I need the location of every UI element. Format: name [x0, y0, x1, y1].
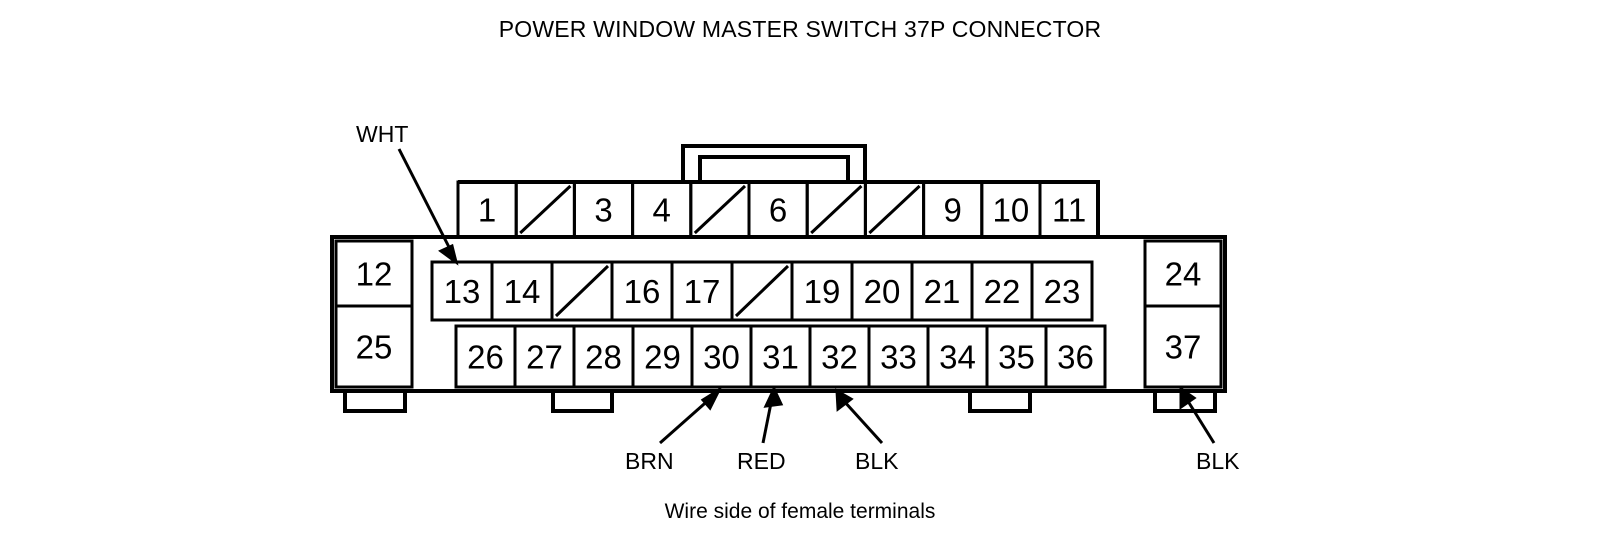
wire-label-brn: BRN [625, 448, 674, 474]
terminal-cell [334, 304, 414, 389]
terminal-number: 22 [984, 273, 1021, 310]
terminal-cell [1143, 304, 1223, 389]
terminal-number: 26 [467, 339, 504, 376]
terminal-number: 24 [1165, 256, 1202, 293]
arrowhead-brn [700, 385, 723, 411]
terminal-number: 34 [939, 339, 976, 376]
terminal-number: 4 [653, 192, 671, 229]
terminal-number: 17 [684, 273, 721, 310]
terminal-number: 37 [1165, 329, 1202, 366]
keyway-outer-wall [681, 144, 867, 182]
mounting-tab-1 [343, 391, 407, 413]
terminal-number: 14 [504, 273, 541, 310]
wire-leader-lines [397, 148, 1216, 445]
terminal-number: 10 [993, 192, 1030, 229]
wire-label-wht: WHT [356, 121, 408, 147]
terminal-number: 12 [356, 256, 393, 293]
terminal-number: 21 [924, 273, 961, 310]
leader-line-wht [397, 148, 454, 254]
wire-label-blk-32: BLK [855, 448, 899, 474]
terminal-number: 32 [821, 339, 858, 376]
terminal-number: 11 [1052, 192, 1086, 229]
keyway-bracket [681, 144, 867, 182]
terminal-cell [1044, 324, 1107, 389]
terminal-number: 3 [594, 192, 612, 229]
terminal-row-bottom-right: 37 [1143, 304, 1223, 389]
terminal-number: 28 [585, 339, 622, 376]
leader-line-blk-37 [1184, 397, 1216, 444]
terminal-number: 16 [624, 273, 661, 310]
terminal-number: 36 [1057, 339, 1094, 376]
terminal-number: 25 [356, 329, 393, 366]
terminal-number: 19 [804, 273, 841, 310]
mounting-tab-3 [968, 391, 1032, 413]
mounting-tabs [343, 391, 1217, 413]
wire-label-red: RED [737, 448, 786, 474]
arrowhead-blk-32 [835, 388, 854, 412]
terminal-number: 20 [864, 273, 901, 310]
terminal-row-top: 1 3 4 6 9 10 11 [456, 180, 1100, 239]
terminal-row-middle: 13 14 16 17 19 20 21 22 23 [430, 260, 1094, 322]
terminal-number: 1 [478, 192, 496, 229]
unused-terminal-diagonal [734, 264, 790, 318]
page-title: POWER WINDOW MASTER SWITCH 37P CONNECTOR [498, 16, 1102, 42]
terminal-number: 31 [762, 339, 799, 376]
terminal-cell [1038, 180, 1100, 239]
mounting-tab-4 [1153, 391, 1217, 413]
arrowhead-blk-37 [1179, 386, 1197, 410]
unused-terminal-diagonal [810, 184, 863, 235]
terminal-cell [1030, 260, 1094, 322]
arrowhead-red [763, 385, 784, 408]
terminal-number: 9 [944, 192, 962, 229]
wire-label-blk-37: BLK [1196, 448, 1240, 474]
terminal-row-middle-left: 12 [334, 239, 414, 308]
leader-line-brn [659, 395, 713, 445]
terminal-row-bottom-left: 25 [334, 304, 414, 389]
diagram-caption: Wire side of female terminals [664, 500, 936, 523]
mounting-tab-2 [551, 391, 614, 413]
terminal-row-middle-right: 24 [1143, 239, 1223, 308]
leader-line-blk-32 [841, 398, 884, 445]
keyway-inner-wall [698, 155, 850, 182]
unused-terminal-diagonal [868, 184, 921, 235]
unused-terminal-diagonal [554, 264, 610, 318]
unused-terminal-diagonal [519, 184, 572, 235]
terminal-number: 23 [1044, 273, 1081, 310]
terminal-number: 27 [526, 339, 563, 376]
unused-terminal-diagonal [693, 184, 747, 235]
terminal-number: 35 [998, 339, 1035, 376]
terminal-number: 6 [769, 192, 787, 229]
arrowhead-wht [438, 243, 459, 266]
terminal-number: 13 [444, 273, 481, 310]
terminal-row-bottom: 26 27 28 29 30 31 32 33 34 35 36 [454, 324, 1107, 389]
terminal-number: 30 [703, 339, 740, 376]
terminal-number: 29 [644, 339, 681, 376]
terminal-number: 33 [880, 339, 917, 376]
